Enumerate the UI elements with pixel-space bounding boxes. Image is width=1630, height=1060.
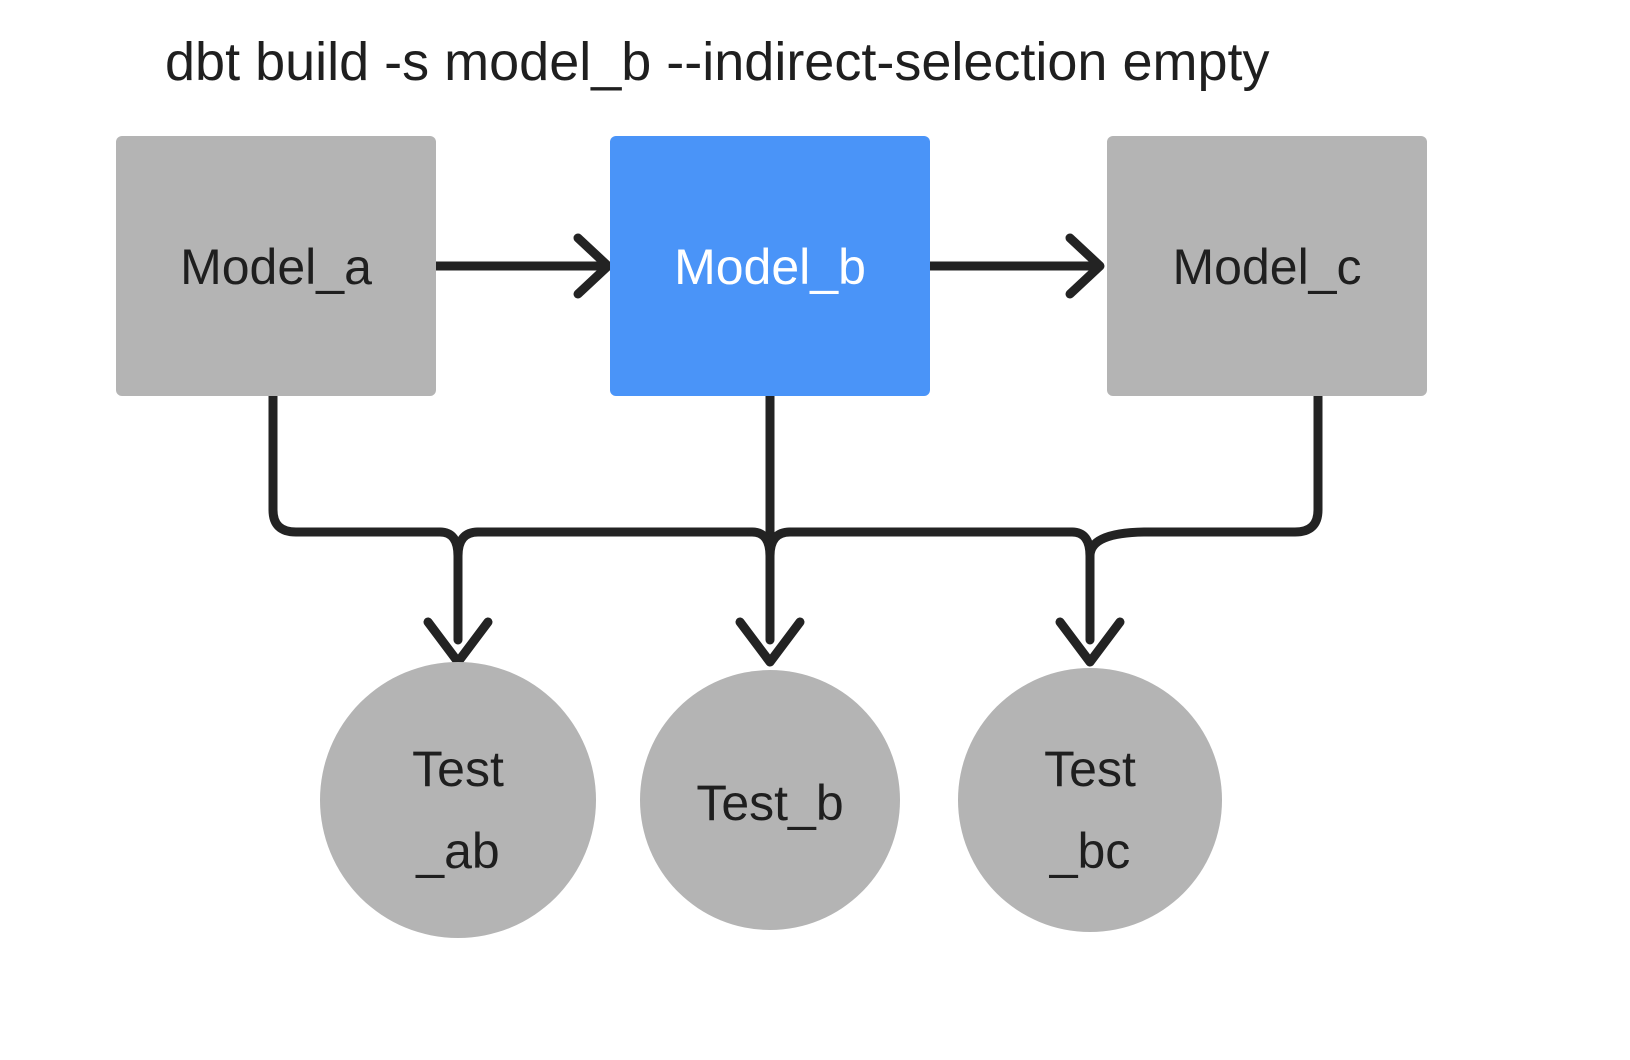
test-ab-label-line2: _ab <box>415 823 499 879</box>
model-b-label: Model_b <box>674 239 866 295</box>
node-model-c[interactable]: Model_c <box>1107 136 1427 396</box>
edge-branch-to-test-b <box>735 391 805 667</box>
edge-model-a-to-bus <box>268 391 445 537</box>
edge-branch-to-test-ab <box>423 527 493 667</box>
edge-model-c-to-bus <box>1143 391 1323 537</box>
test-b-shape[interactable] <box>640 670 900 930</box>
test-b-label-line1: Test_b <box>696 775 843 831</box>
node-test-b[interactable]: Test_b <box>640 670 900 930</box>
node-model-b[interactable]: Model_b <box>610 136 930 396</box>
edge-model-b-to-model-c <box>925 233 1105 299</box>
test-bc-label-line2: _bc <box>1049 823 1131 879</box>
test-ab-shape[interactable] <box>320 662 596 938</box>
test-bc-label-line1: Test <box>1044 741 1136 797</box>
model-c-label: Model_c <box>1173 239 1362 295</box>
node-test-bc[interactable]: Test _bc <box>958 668 1222 932</box>
node-test-ab[interactable]: Test _ab <box>320 662 596 938</box>
diagram-title: dbt build -s model_b --indirect-selectio… <box>165 32 1270 92</box>
node-model-a[interactable]: Model_a <box>116 136 436 396</box>
model-a-shape[interactable] <box>116 136 436 396</box>
model-b-shape[interactable] <box>610 136 930 396</box>
model-c-shape[interactable] <box>1107 136 1427 396</box>
model-a-label: Model_a <box>180 239 372 295</box>
test-bc-shape[interactable] <box>958 668 1222 932</box>
edge-branch-to-test-bc <box>1055 527 1153 667</box>
edge-model-a-to-model-b <box>431 233 613 299</box>
test-ab-label-line1: Test <box>412 741 504 797</box>
